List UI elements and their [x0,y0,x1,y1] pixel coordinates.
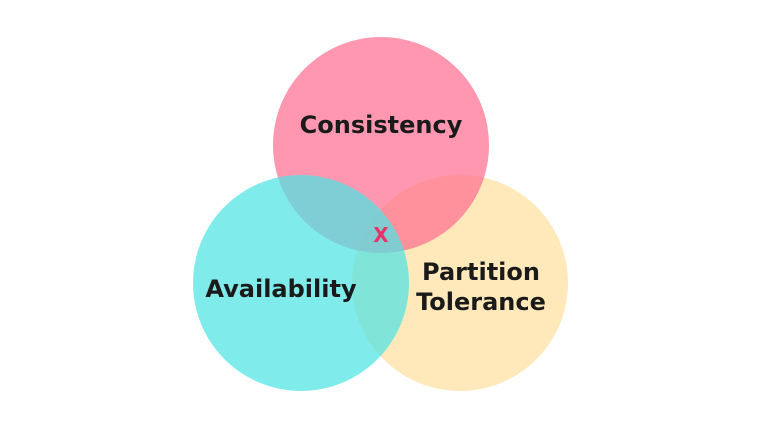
availability-circle [193,175,409,391]
center-x-mark: X [373,223,389,247]
partition-label-line1: Partition [422,258,540,286]
partition-label-line2: Tolerance [416,288,546,316]
availability-label: Availability [205,275,357,303]
consistency-label: Consistency [300,111,463,139]
